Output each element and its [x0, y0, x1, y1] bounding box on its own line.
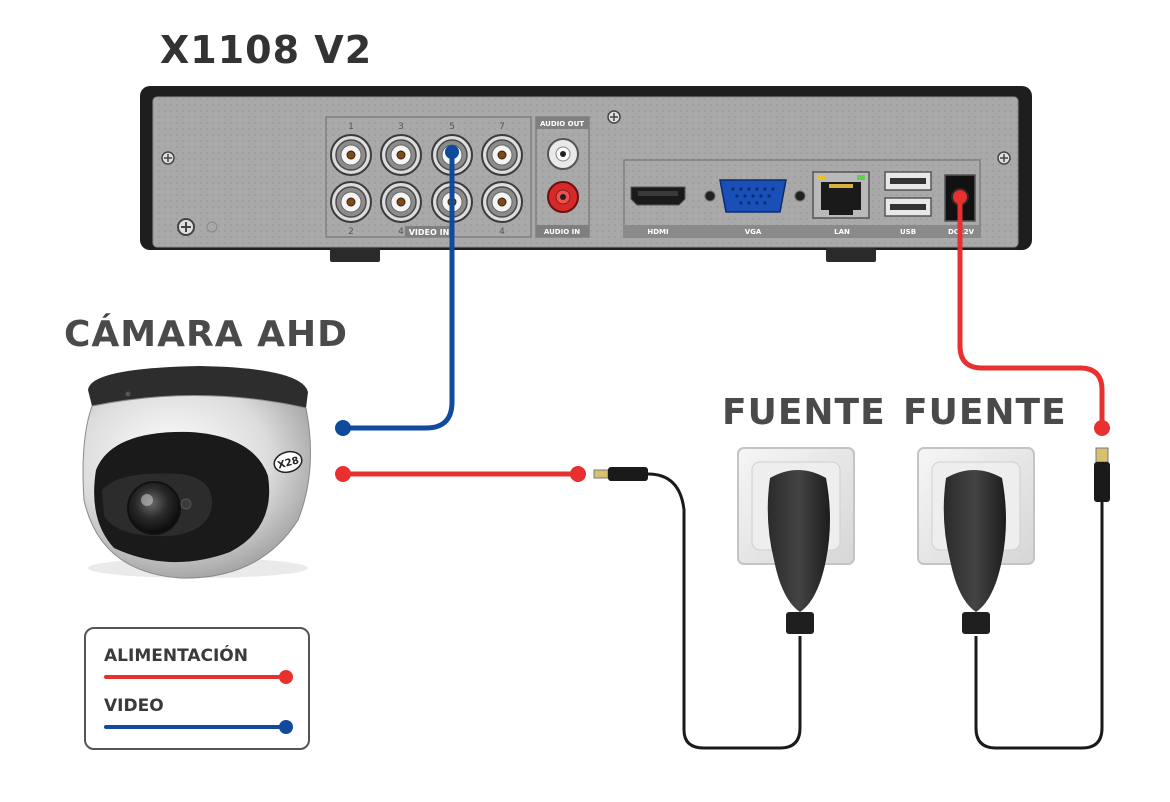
- bnc-port-icon: [481, 134, 523, 176]
- bnc-port-icon: [330, 181, 372, 223]
- bnc-port-icon: [330, 134, 372, 176]
- vga-port: [719, 179, 787, 213]
- channel-number: 3: [398, 122, 404, 132]
- dvr-dc-plug-icon: [974, 447, 1110, 750]
- bnc-port-icon: [380, 181, 422, 223]
- legend-line-video: [104, 725, 286, 729]
- lan-port: [812, 171, 870, 219]
- adapter-strain-relief: [962, 612, 990, 634]
- audio-in-label: AUDIO IN: [544, 228, 580, 236]
- camera-power-camera-end: [335, 466, 351, 482]
- video-in-block: VIDEO IN 1 3 5 7 2 4 4: [325, 116, 532, 238]
- camera-dc-plug-icon: [593, 467, 802, 750]
- channel-number: 4: [398, 227, 404, 237]
- camera-base-ring: [88, 366, 308, 408]
- video-cable-dvr-end: [445, 145, 459, 159]
- legend-line-power: [104, 675, 286, 679]
- lan-label: LAN: [834, 228, 850, 236]
- dvr-power-dvr-end: [953, 190, 967, 204]
- rca-audio-out-port: [547, 138, 579, 170]
- dvr-recorder: VIDEO IN 1 3 5 7 2 4 4 AUDIO OUT AUDIO I…: [140, 86, 1032, 262]
- camera-brand-text: X28: [277, 455, 301, 471]
- dvr-foot-right: [826, 248, 876, 262]
- io-label-strip: [624, 225, 980, 237]
- power-supply-label-2: FUENTE: [903, 392, 1067, 433]
- vga-label: VGA: [745, 228, 762, 236]
- video-cable: [335, 145, 459, 436]
- panel-screw-icons: [161, 110, 1011, 236]
- audio-out-label: AUDIO OUT: [540, 120, 584, 128]
- lens-glare: [141, 494, 153, 506]
- power-adapter-icon: [943, 470, 1006, 612]
- hdmi-port: [630, 186, 686, 206]
- ir-led-icon: [180, 498, 192, 510]
- dvr-model-title: X1108 V2: [160, 28, 373, 72]
- camera-power-cable: [335, 466, 586, 482]
- channel-number: 5: [449, 122, 455, 132]
- channel-number: 1: [348, 122, 354, 132]
- dvr-foot-left: [330, 248, 380, 262]
- usb-port-bottom: [884, 197, 932, 217]
- rca-audio-in-port: [547, 181, 579, 213]
- camera-supply-wire: [647, 472, 802, 750]
- audio-in-label-bg: [536, 225, 589, 237]
- camera-sensor-dot: [125, 391, 131, 397]
- video-in-label: VIDEO IN: [409, 228, 450, 237]
- dvr-power-plug-end: [1094, 420, 1110, 436]
- dvr-supply-wire: [974, 502, 1104, 750]
- vga-screw-left: [704, 190, 716, 202]
- adapter-strain-relief: [786, 612, 814, 634]
- ahd-dome-camera: X28: [82, 366, 311, 579]
- bnc-connectors: [330, 134, 523, 223]
- legend-label-power: ALIMENTACIÓN: [104, 646, 248, 666]
- usb-port-top: [884, 171, 932, 191]
- camera-lens-icon: [127, 481, 181, 535]
- cable-legend: ALIMENTACIÓN VIDEO: [84, 627, 310, 750]
- camera-brand-badge: X28: [273, 450, 303, 474]
- legend-dot-video: [279, 720, 293, 734]
- video-cable-camera-end: [335, 420, 351, 436]
- vga-screw-right: [794, 190, 806, 202]
- power-supply-2: [917, 447, 1035, 634]
- dvr-power-cable-line: [957, 194, 1105, 431]
- audio-out-label-bg: [536, 117, 589, 129]
- power-supply-1: [737, 447, 855, 634]
- power-adapter-icon: [767, 470, 830, 612]
- channel-number: 4: [499, 227, 505, 237]
- bnc-port-icon: [380, 134, 422, 176]
- usb-label: USB: [900, 228, 916, 236]
- bnc-port-icon: [481, 181, 523, 223]
- hdmi-label: HDMI: [647, 228, 668, 236]
- camera-power-plug-end: [570, 466, 586, 482]
- legend-label-video: VIDEO: [104, 696, 164, 716]
- legend-dot-power: [279, 670, 293, 684]
- dvr-power-cable: [953, 190, 1110, 436]
- video-cable-line: [340, 149, 455, 431]
- power-supply-label-1: FUENTE: [722, 392, 886, 433]
- audio-block: AUDIO OUT AUDIO IN: [535, 116, 590, 238]
- channel-number: 2: [348, 227, 354, 237]
- channel-number: 7: [499, 122, 505, 132]
- io-block: HDMI VGA LAN USB DC12V: [623, 159, 981, 238]
- video-in-label-bg: [405, 226, 453, 237]
- camera-title: CÁMARA AHD: [64, 314, 348, 355]
